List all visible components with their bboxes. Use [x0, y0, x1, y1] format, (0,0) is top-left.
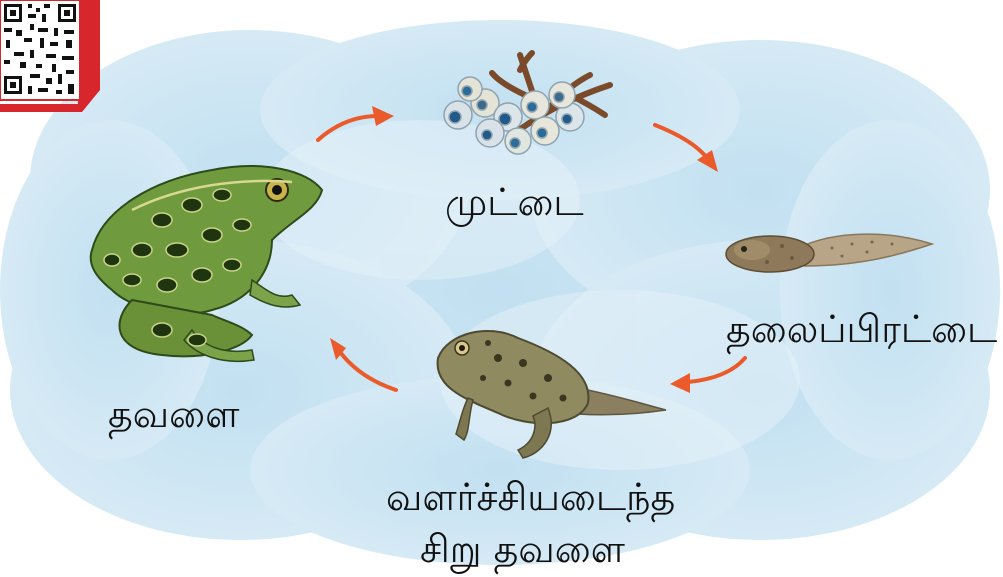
- froglet-label-line2: சிறு தவளை: [420, 530, 625, 568]
- arrow-frog-to-egg: [318, 116, 378, 140]
- arrow-egg-to-tadpole: [655, 125, 707, 158]
- tadpole-label: தலைப்பிரட்டை: [726, 310, 997, 348]
- egg-label: முட்டை: [445, 183, 584, 221]
- froglet-label-line1: வளர்ச்சியடைந்த: [386, 478, 675, 516]
- froglet-icon: [428, 318, 668, 463]
- arrowhead-3: [670, 373, 690, 393]
- tadpole-icon: [722, 222, 937, 282]
- frog-label: தவளை: [108, 395, 239, 433]
- arrowhead-1: [372, 106, 394, 126]
- adult-frog-icon: [72, 150, 332, 370]
- arrow-froglet-to-frog: [340, 352, 396, 390]
- frog-eggs-icon: [430, 45, 620, 155]
- arrow-tadpole-to-froglet: [688, 358, 745, 382]
